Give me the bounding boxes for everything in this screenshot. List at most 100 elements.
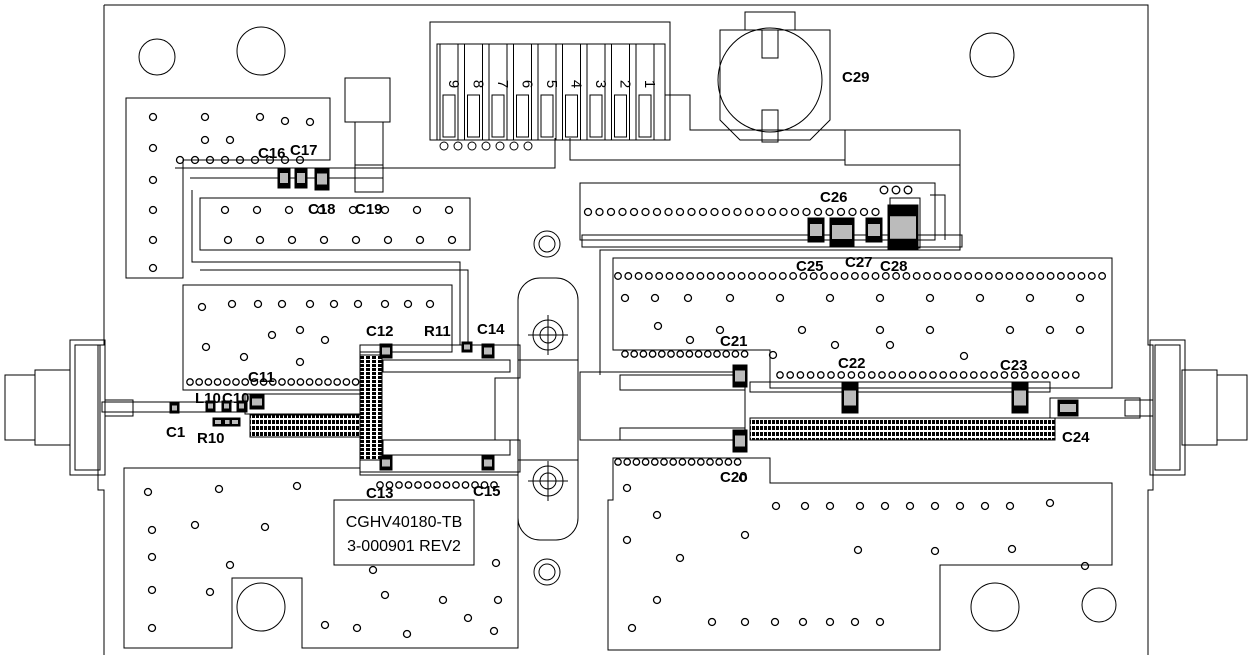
- via: [404, 481, 413, 489]
- via: [195, 378, 204, 386]
- smd-part-body: [464, 344, 470, 350]
- via: [892, 272, 901, 280]
- via: [710, 207, 719, 217]
- via: [148, 235, 158, 245]
- label-c29: C29: [842, 69, 870, 86]
- via: [444, 205, 454, 215]
- via: [1067, 272, 1076, 280]
- via: [885, 340, 895, 350]
- via: [471, 481, 479, 489]
- via: [721, 207, 731, 217]
- sma-connector-output: [1124, 339, 1248, 476]
- connector-pin-pad: [442, 94, 456, 138]
- via: [280, 155, 290, 165]
- via: [260, 522, 270, 532]
- via: [200, 135, 210, 145]
- label-c1: C1: [166, 424, 185, 441]
- via: [197, 302, 207, 312]
- via: [380, 205, 390, 215]
- connector-pin-number: 8: [470, 80, 487, 88]
- connector-pin-number: 3: [592, 80, 609, 88]
- via: [770, 617, 780, 627]
- via: [305, 299, 315, 309]
- via: [641, 458, 650, 466]
- connector-pin-number: 5: [543, 80, 560, 88]
- via: [606, 207, 616, 217]
- via: [225, 135, 235, 145]
- via: [320, 620, 330, 630]
- via: [491, 558, 501, 568]
- connector-pin-slot: [488, 43, 508, 141]
- smd-part-body: [832, 225, 852, 239]
- mount-hole: [1081, 587, 1117, 623]
- via: [415, 235, 425, 245]
- via: [861, 272, 870, 280]
- via: [706, 458, 714, 466]
- smd-part-body: [239, 403, 244, 409]
- via: [147, 525, 157, 535]
- via: [1005, 272, 1014, 280]
- via: [190, 155, 200, 165]
- via: [250, 378, 259, 386]
- via-array: [143, 112, 1107, 639]
- label-c21: C21: [720, 333, 748, 350]
- label-c28: C28: [880, 258, 908, 275]
- connector-pin-number: 6: [519, 80, 536, 88]
- transistor-body: [517, 359, 579, 461]
- via: [423, 481, 432, 489]
- via: [840, 272, 849, 280]
- smd-part-body: [1060, 404, 1076, 412]
- via: [227, 299, 237, 309]
- mount-hole: [970, 582, 1020, 632]
- via: [489, 626, 499, 636]
- via: [1005, 501, 1015, 511]
- copper-region: [579, 182, 936, 241]
- via: [871, 272, 880, 280]
- battery-holder: [719, 29, 831, 141]
- via: [984, 272, 993, 280]
- via: [148, 175, 158, 185]
- smd-part-body: [484, 347, 492, 355]
- via: [395, 481, 403, 489]
- via: [797, 325, 807, 335]
- via: [758, 272, 767, 280]
- via: [452, 481, 460, 489]
- connector-via: [453, 141, 463, 151]
- via: [768, 272, 777, 280]
- via: [1075, 293, 1085, 303]
- via: [1015, 272, 1024, 280]
- connector-pin-pad: [614, 94, 627, 138]
- via: [614, 458, 622, 466]
- via: [820, 272, 828, 280]
- via: [402, 629, 412, 639]
- via: [816, 371, 825, 379]
- via: [342, 378, 351, 386]
- via: [250, 155, 260, 165]
- via: [738, 473, 748, 483]
- via: [655, 272, 664, 280]
- via: [595, 207, 604, 217]
- mount-hole: [538, 235, 556, 253]
- via: [943, 272, 952, 280]
- via: [239, 352, 249, 362]
- bias-region: [844, 129, 961, 166]
- label-c26: C26: [820, 189, 848, 206]
- connector-pin-pad: [516, 94, 529, 138]
- via: [930, 546, 940, 556]
- via: [1077, 272, 1086, 280]
- via: [796, 371, 805, 379]
- via: [740, 617, 750, 627]
- board-outline: [97, 4, 1154, 655]
- via: [685, 335, 695, 345]
- via: [385, 481, 394, 489]
- via: [725, 293, 735, 303]
- via: [779, 207, 788, 217]
- via: [624, 272, 633, 280]
- via: [696, 458, 705, 466]
- via: [644, 272, 653, 280]
- via: [1061, 371, 1070, 379]
- via: [871, 207, 880, 217]
- via: [1010, 371, 1019, 379]
- via: [235, 155, 245, 165]
- smd-part-body: [890, 216, 916, 239]
